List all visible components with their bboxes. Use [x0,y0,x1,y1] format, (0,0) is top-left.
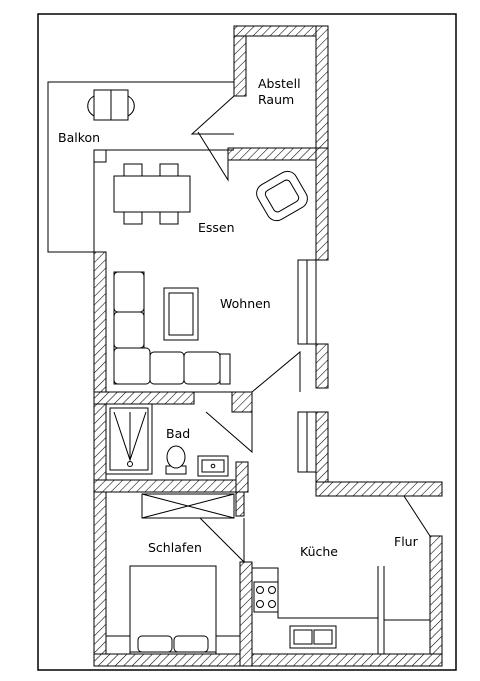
wall-schlafen-east-upper [235,491,245,517]
wall-abstell-bottom [227,147,329,161]
dining-table [113,175,191,213]
door-flur [403,495,442,537]
door-abstell [190,95,235,135]
coffee-table-top [168,292,194,336]
dining-set [113,163,308,225]
sofa-cushion [183,351,221,385]
door-wohnen [251,350,301,393]
armchair [256,170,308,222]
wall-schlafen-kueche [239,561,253,667]
wall-wohnen-bad [93,391,195,405]
wall-bad-schlafen [93,479,245,493]
bed-pillow [137,635,173,653]
essen-wall-notch [94,149,107,163]
sofa-cushion [113,347,151,385]
door-bad [205,411,253,454]
room-labels: Abstell Raum Balkon Essen Wohnen Bad Sch… [58,76,419,559]
windows [297,259,317,473]
bed-pillow [173,635,209,653]
balcony-outline [47,81,234,253]
wall-bad-east [235,461,249,493]
nightstand [105,635,131,655]
wall-south [93,653,443,667]
kitchen [252,566,430,654]
wall-step [315,481,443,497]
wall-east-upper [315,147,329,261]
label-bad: Bad [166,426,190,441]
label-kueche: Küche [300,544,338,559]
drawing-frame [37,13,457,671]
label-balkon: Balkon [58,130,100,145]
outline [47,81,234,393]
wall-west-upper [93,251,107,393]
door-schlafen [199,517,245,564]
balcony-chair-left [87,95,95,117]
label-abstellraum-line2: Raum [258,92,294,107]
label-essen: Essen [198,220,235,235]
wall-east-middle [315,343,329,389]
sofa-cushion [113,311,145,349]
bedroom-furniture [105,493,241,655]
walls [93,25,443,667]
nightstand [215,635,241,655]
wall-abstell-right [315,25,329,161]
wall-west-lower [93,391,107,667]
bath-fixtures [105,403,229,477]
wall-wohnen-bad-right [231,391,253,413]
sofa-cushion [149,351,185,385]
doors [190,95,442,564]
shower-drain [127,461,133,467]
wall-flur-east [429,535,443,667]
label-abstellraum-line1: Abstell [258,76,301,91]
door-balkon [197,131,229,182]
balcony-furniture [87,89,135,121]
balcony-chair-right [127,95,135,117]
label-wohnen: Wohnen [220,296,271,311]
label-flur: Flur [394,534,419,549]
sofa-cushion [113,271,145,313]
kitchen-stove [253,581,279,613]
living-furniture [113,271,231,385]
sofa-arm [219,353,231,385]
wall-abstell-top [233,25,329,37]
label-schlafen: Schlafen [148,540,202,555]
toilet-bowl [166,445,186,469]
